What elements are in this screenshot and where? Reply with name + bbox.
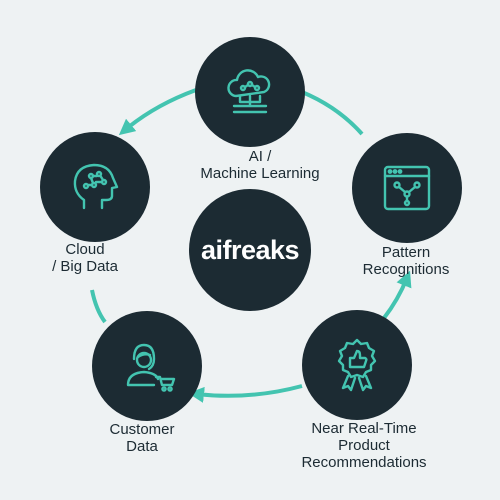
customer-cart-icon xyxy=(126,343,176,392)
node-cloud-big-data xyxy=(40,132,150,242)
node-label-pattern: Pattern Recognitions xyxy=(362,244,450,278)
thumbs-up-badge-icon xyxy=(337,338,377,392)
flowchart-window-icon xyxy=(383,165,431,211)
arrow-ai-to-cloud xyxy=(118,88,197,136)
arrow-pattern-from-recs xyxy=(382,270,412,320)
node-recommendations xyxy=(302,310,412,420)
node-label-ai: AI / Machine Learning xyxy=(200,148,320,182)
node-label-customer: Customer Data xyxy=(109,421,175,455)
brand-logo-text: aifreaks xyxy=(200,234,300,265)
brain-head-icon xyxy=(73,163,119,210)
node-pattern-recognitions xyxy=(352,133,462,243)
arrow-ai-to-pattern xyxy=(301,90,364,136)
node-label-cloud: Cloud / Big Data xyxy=(52,241,118,275)
cloud-network-icon xyxy=(227,69,271,114)
arrow-cloud-to-customer xyxy=(90,289,107,324)
center-logo-circle: aifreaks xyxy=(189,189,311,311)
node-ai-machine-learning xyxy=(195,37,305,147)
node-customer-data xyxy=(92,311,202,421)
node-label-recommendations: Near Real-Time Product Recommendations xyxy=(301,420,427,471)
arrow-recs-to-customer xyxy=(188,384,303,403)
